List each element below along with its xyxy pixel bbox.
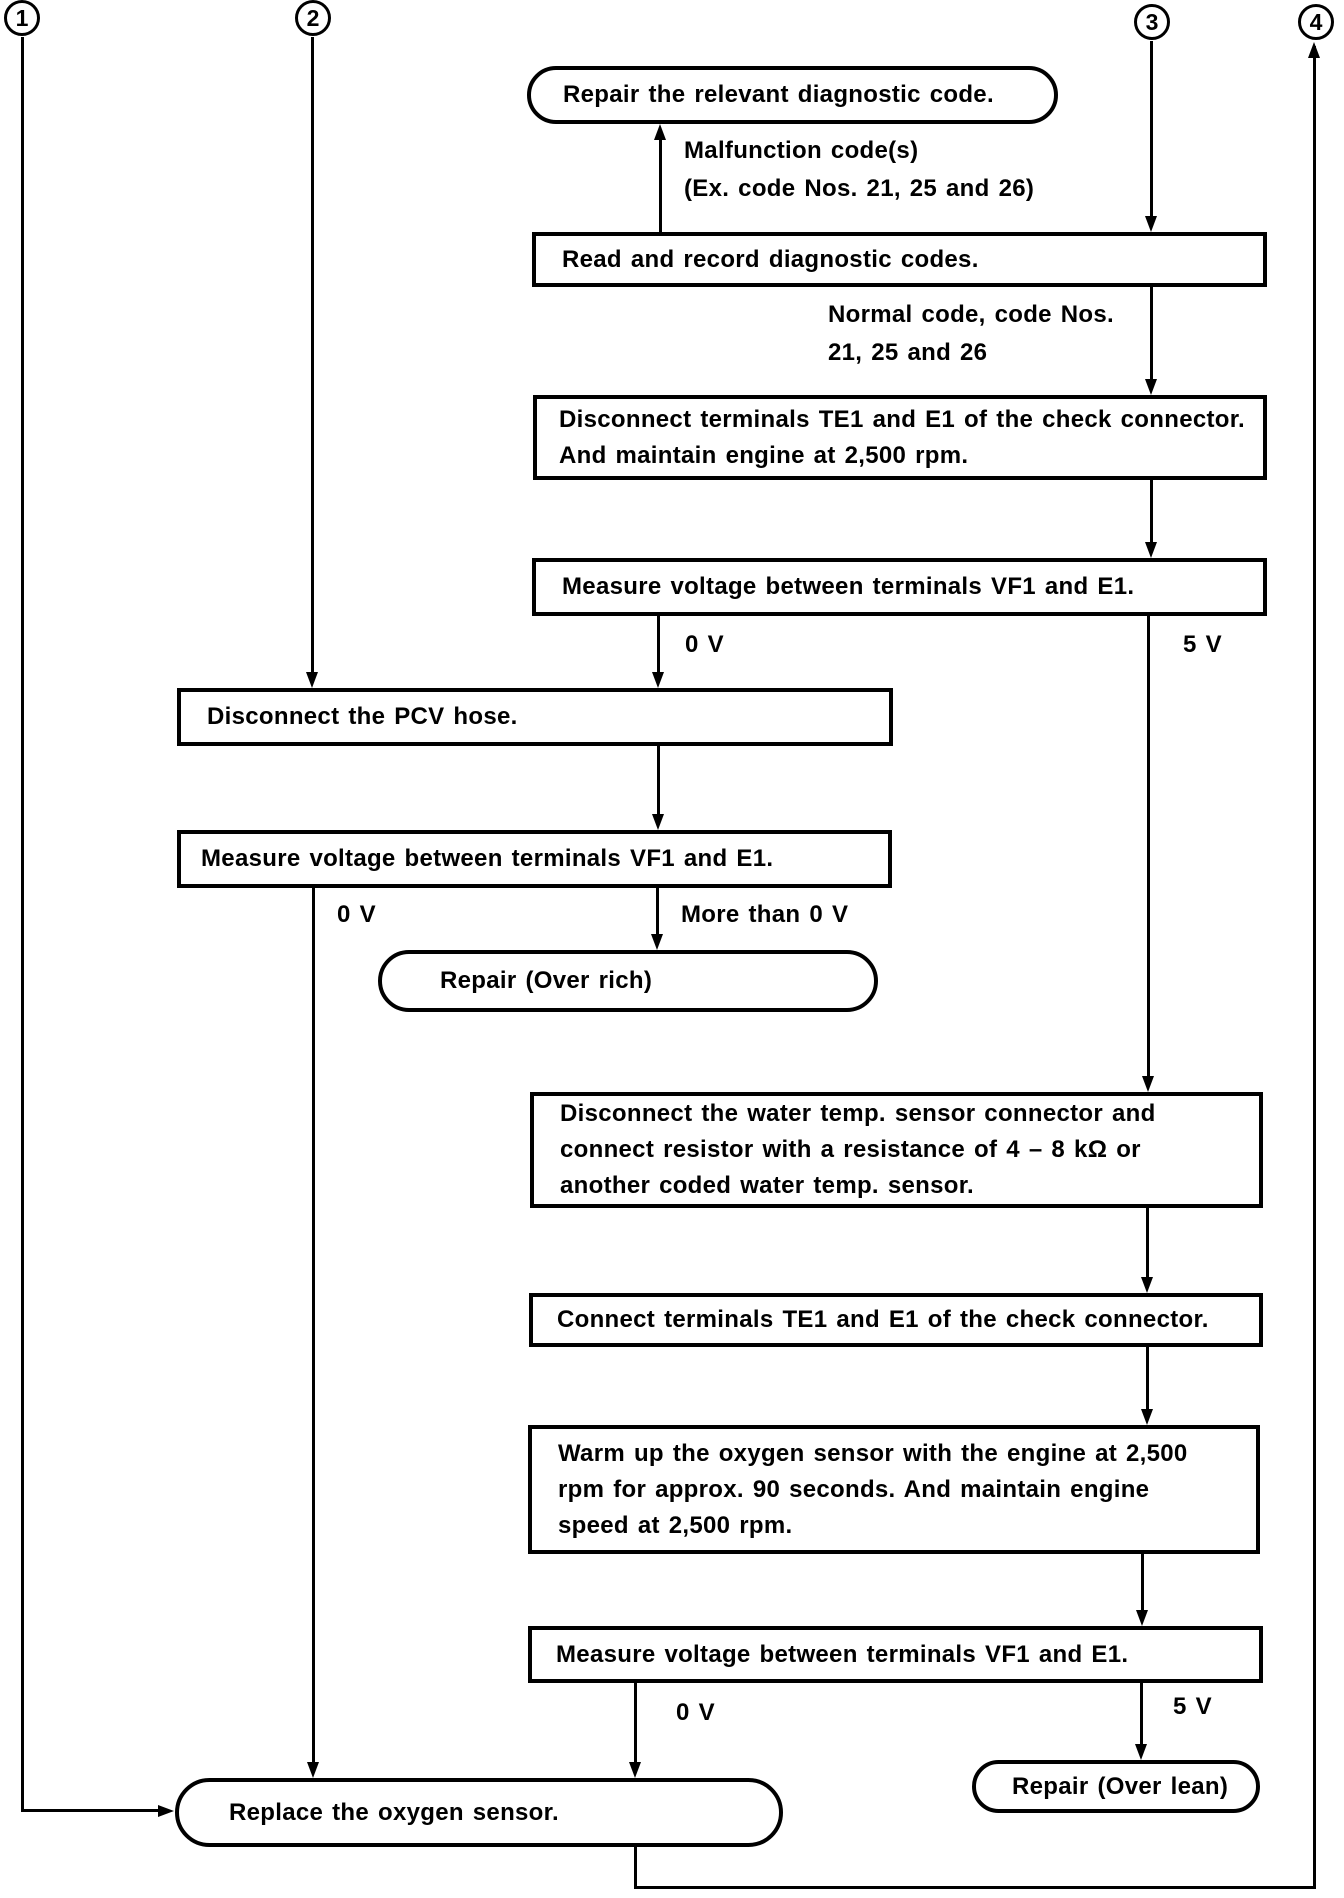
- node-repair-relevant-code: Repair the relevant diagnostic code.: [527, 66, 1058, 124]
- edge-connector4-vertical: [1313, 46, 1316, 1889]
- edge-watertemp-to-connectte1: [1146, 1208, 1149, 1277]
- edge-warmup-to-measure3: [1141, 1554, 1144, 1610]
- edge-disconnectte1-to-measure1: [1150, 480, 1153, 542]
- arrow-into-pcv-icon: [652, 672, 664, 688]
- edge-measure1-0v-to-pcv: [657, 616, 660, 672]
- node-repair-over-lean: Repair (Over lean): [972, 1760, 1260, 1813]
- connector-4-number: 4: [1309, 8, 1323, 35]
- connector-3-badge: 3: [1134, 4, 1170, 40]
- arrow-into-repair-code-icon: [654, 124, 666, 140]
- connector-1-number: 1: [15, 4, 29, 31]
- edge-connector1-horizontal: [21, 1809, 160, 1812]
- arrow-into-replace-left-icon: [158, 1805, 174, 1817]
- node-warm-up-oxygen-sensor: Warm up the oxygen sensor with the engin…: [528, 1425, 1260, 1554]
- node-measure-voltage-3: Measure voltage between terminals VF1 an…: [528, 1626, 1263, 1683]
- arrow-into-disconnect-te1-icon: [1145, 379, 1157, 395]
- node-connect-te1-e1: Connect terminals TE1 and E1 of the chec…: [529, 1293, 1263, 1347]
- label-0v-first: 0 V: [685, 631, 724, 658]
- edge-connector2-vertical: [311, 37, 314, 672]
- label-0v-second: 0 V: [337, 901, 376, 928]
- label-5v-first: 5 V: [1183, 631, 1222, 658]
- label-0v-third: 0 V: [676, 1699, 715, 1726]
- connector-3-number: 3: [1145, 8, 1159, 35]
- label-5v-third: 5 V: [1173, 1693, 1212, 1720]
- arrow-into-watertemp-icon: [1142, 1076, 1154, 1092]
- edge-measure3-5v-to-overlean: [1140, 1683, 1143, 1744]
- arrow-into-replace-top-right-icon: [629, 1762, 641, 1778]
- label-more-than-0v: More than 0 V: [681, 901, 849, 928]
- node-replace-oxygen-sensor: Replace the oxygen sensor.: [175, 1778, 783, 1847]
- arrow-into-warmup-icon: [1141, 1409, 1153, 1425]
- node-repair-over-rich: Repair (Over rich): [378, 950, 878, 1012]
- arrow-into-overlean-icon: [1135, 1744, 1147, 1760]
- node-read-record-codes: Read and record diagnostic codes.: [532, 232, 1267, 287]
- connector-4-badge: 4: [1298, 4, 1334, 40]
- connector-2-badge: 2: [295, 0, 331, 36]
- edge-connector3-vertical: [1150, 41, 1153, 218]
- connector-1-badge: 1: [4, 0, 40, 36]
- arrow-into-measure3-icon: [1136, 1610, 1148, 1626]
- edge-bottom-horizontal: [634, 1886, 1316, 1889]
- edge-connector1-vertical: [21, 37, 24, 1812]
- edge-measure3-0v-to-replace: [634, 1683, 637, 1762]
- arrow-into-replace-top-left-icon: [307, 1762, 319, 1778]
- node-measure-voltage-1: Measure voltage between terminals VF1 an…: [532, 558, 1267, 616]
- node-water-temp-sensor: Disconnect the water temp. sensor connec…: [530, 1092, 1263, 1208]
- arrow-into-read-record-icon: [1145, 216, 1157, 232]
- arrow-into-overrich-icon: [651, 934, 663, 950]
- edge-measure1-5v-to-watertemp: [1147, 616, 1150, 1076]
- arrow-into-pcv-left-icon: [306, 672, 318, 688]
- node-measure-voltage-2: Measure voltage between terminals VF1 an…: [177, 830, 892, 888]
- arrow-into-measure1-icon: [1145, 542, 1157, 558]
- arrow-into-connector4-icon: [1308, 42, 1320, 58]
- label-malfunction-codes: Malfunction code(s) (Ex. code Nos. 21, 2…: [684, 137, 1035, 202]
- arrow-into-connect-te1-icon: [1141, 1277, 1153, 1293]
- connector-2-number: 2: [306, 4, 320, 31]
- edge-pcv-to-measure2: [657, 746, 660, 814]
- edge-measure2-0v-to-replace: [312, 888, 315, 1762]
- edge-readrecord-to-disconnectte1: [1150, 287, 1153, 379]
- edge-malfunction-vertical: [659, 130, 662, 232]
- label-normal-code: Normal code, code Nos. 21, 25 and 26: [828, 301, 1114, 366]
- node-disconnect-pcv-hose: Disconnect the PCV hose.: [177, 688, 893, 746]
- edge-measure2-morethan0v-to-overrich: [656, 888, 659, 934]
- node-disconnect-te1-e1: Disconnect terminals TE1 and E1 of the c…: [533, 395, 1267, 480]
- arrow-into-measure2-icon: [652, 814, 664, 830]
- edge-replace-exit-vertical: [634, 1847, 637, 1889]
- edge-connectte1-to-warmup: [1146, 1347, 1149, 1409]
